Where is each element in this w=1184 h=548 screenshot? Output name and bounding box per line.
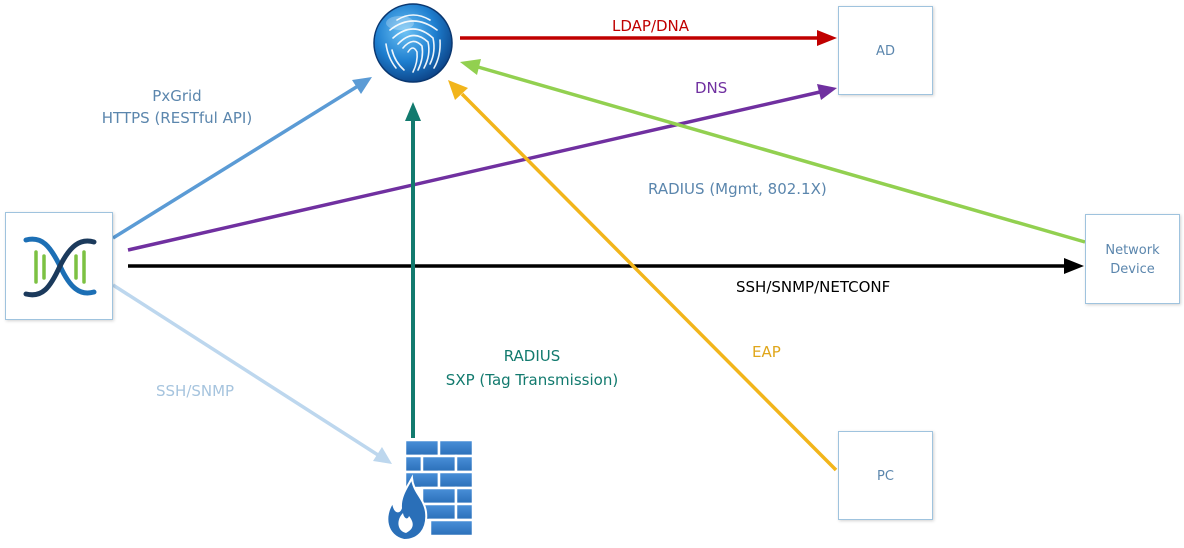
ssh-snmp-connection [112, 283, 392, 464]
radius-mgmt-label: RADIUS (Mgmt, 802.1X) [648, 180, 827, 198]
ad-node[interactable]: AD [838, 6, 933, 95]
pc-label: PC [877, 469, 894, 484]
pc-node[interactable]: PC [838, 431, 933, 520]
dns-label: DNS [695, 79, 728, 97]
pxgrid-label-line2: HTTPS (RESTful API) [101, 109, 253, 127]
ssh-snmp-label: SSH/SNMP [156, 382, 235, 400]
pxgrid-label-line1: PxGrid [152, 87, 202, 105]
ise-fingerprint-icon [373, 3, 453, 83]
radius-sxp-label-line1: RADIUS [503, 347, 561, 365]
pxgrid-connection [112, 77, 372, 240]
eap-label: EAP [752, 343, 781, 361]
radius-sxp-label-line2: SXP (Tag Transmission) [445, 371, 619, 389]
ssh-snmp-netconf-connection [128, 258, 1084, 274]
ssh-snmp-netconf-label: SSH/SNMP/NETCONF [736, 278, 891, 296]
radius-mgmt-connection [460, 59, 1086, 244]
network-device-label-line2: Device [1110, 262, 1155, 277]
ldap-dna-connection [460, 30, 837, 46]
ad-label: AD [876, 44, 895, 59]
eap-connection [448, 80, 838, 472]
network-device-node[interactable]: Network Device [1085, 214, 1180, 304]
firewall-icon [386, 438, 475, 542]
dna-center-logo-icon [23, 236, 97, 298]
ldap-dna-label: LDAP/DNA [612, 17, 690, 35]
dna-center-node[interactable] [5, 212, 113, 320]
dns-connection [127, 84, 837, 252]
radius-sxp-connection [405, 102, 421, 440]
network-device-label-line1: Network [1105, 243, 1160, 258]
